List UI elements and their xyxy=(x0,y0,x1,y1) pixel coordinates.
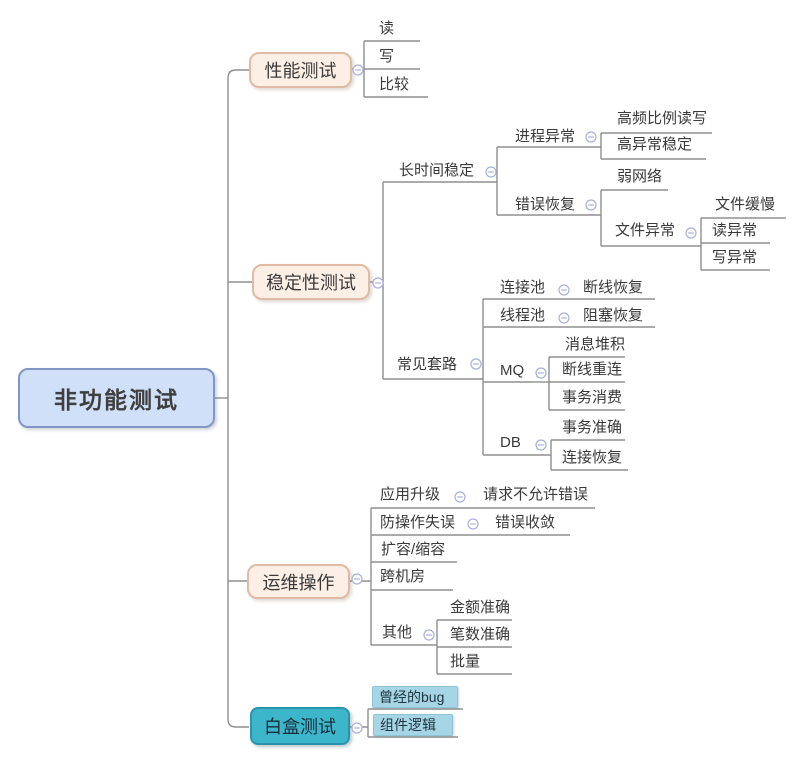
node-high-freq-rw[interactable]: 高频比例读写 xyxy=(617,110,708,127)
node-long-time-stable[interactable]: 长时间稳定 xyxy=(399,162,475,179)
node-write-exception[interactable]: 写异常 xyxy=(712,249,758,266)
node-db[interactable]: DB xyxy=(500,434,521,451)
collapse-icon-long-time-stable[interactable] xyxy=(485,165,497,178)
collapse-icon-error-recovery[interactable] xyxy=(585,198,597,211)
collapse-icon-file-exception[interactable] xyxy=(685,226,697,239)
node-compare[interactable]: 比较 xyxy=(379,76,410,93)
node-write[interactable]: 写 xyxy=(379,48,395,65)
node-msg-backlog[interactable]: 消息堆积 xyxy=(565,336,626,353)
node-no-request-error[interactable]: 请求不允许错误 xyxy=(483,486,589,503)
collapse-icon-mq[interactable] xyxy=(535,366,547,379)
collapse-icon-ops[interactable] xyxy=(351,572,363,585)
node-other[interactable]: 其他 xyxy=(382,624,413,641)
collapse-icon-db[interactable] xyxy=(535,438,547,451)
node-weak-network[interactable]: 弱网络 xyxy=(617,168,663,185)
node-file-exception[interactable]: 文件异常 xyxy=(615,222,676,239)
node-scale[interactable]: 扩容/缩容 xyxy=(381,541,446,558)
node-error-recovery[interactable]: 错误恢复 xyxy=(515,196,576,213)
node-reconnect[interactable]: 断线重连 xyxy=(562,361,623,378)
node-block-recovery[interactable]: 阻塞恢复 xyxy=(583,307,644,324)
node-anti-misoperation[interactable]: 防操作失误 xyxy=(380,514,456,531)
node-amount-accurate[interactable]: 金额准确 xyxy=(450,599,511,616)
node-process-exception[interactable]: 进程异常 xyxy=(515,128,576,145)
collapse-icon-whitebox[interactable] xyxy=(351,721,363,734)
node-disconnect-recovery[interactable]: 断线恢复 xyxy=(583,279,644,296)
collapse-icon-other[interactable] xyxy=(423,628,435,641)
node-read-exception[interactable]: 读异常 xyxy=(712,222,758,239)
node-ops[interactable]: 运维操作 xyxy=(247,564,350,599)
collapse-icon-connection-pool[interactable] xyxy=(558,283,570,296)
node-cross-idc[interactable]: 跨机房 xyxy=(380,568,426,585)
branch-line xyxy=(227,69,249,728)
collapse-icon-performance[interactable] xyxy=(352,63,364,76)
node-conn-recovery[interactable]: 连接恢复 xyxy=(562,449,623,466)
collapse-icon-process-exception[interactable] xyxy=(585,130,597,143)
node-mq[interactable]: MQ xyxy=(500,362,525,379)
collapse-icon-anti-misoperation[interactable] xyxy=(467,517,479,530)
collapse-icon-stability[interactable] xyxy=(372,276,384,289)
collapse-icon-app-upgrade[interactable] xyxy=(454,490,466,503)
node-component-logic[interactable]: 组件逻辑 xyxy=(373,714,453,736)
node-tx-consume[interactable]: 事务消费 xyxy=(562,389,623,406)
node-error-converge[interactable]: 错误收敛 xyxy=(495,514,556,531)
node-high-exception-stable[interactable]: 高异常稳定 xyxy=(617,136,693,153)
node-file-slow[interactable]: 文件缓慢 xyxy=(715,196,776,213)
node-tx-accurate[interactable]: 事务准确 xyxy=(562,419,623,436)
node-whitebox[interactable]: 白盒测试 xyxy=(250,707,350,745)
node-count-accurate[interactable]: 笔数准确 xyxy=(450,626,511,643)
collapse-icon-common-patterns[interactable] xyxy=(470,357,482,370)
node-common-patterns[interactable]: 常见套路 xyxy=(397,356,458,373)
node-read[interactable]: 读 xyxy=(379,20,395,37)
node-past-bugs[interactable]: 曾经的bug xyxy=(372,686,458,708)
node-app-upgrade[interactable]: 应用升级 xyxy=(380,486,441,503)
node-root[interactable]: 非功能测试 xyxy=(18,368,215,428)
node-connection-pool[interactable]: 连接池 xyxy=(500,279,546,296)
node-performance[interactable]: 性能测试 xyxy=(249,52,352,88)
collapse-icon-thread-pool[interactable] xyxy=(558,311,570,324)
node-stability[interactable]: 稳定性测试 xyxy=(252,264,370,300)
node-thread-pool[interactable]: 线程池 xyxy=(500,307,546,324)
node-batch[interactable]: 批量 xyxy=(450,653,481,670)
